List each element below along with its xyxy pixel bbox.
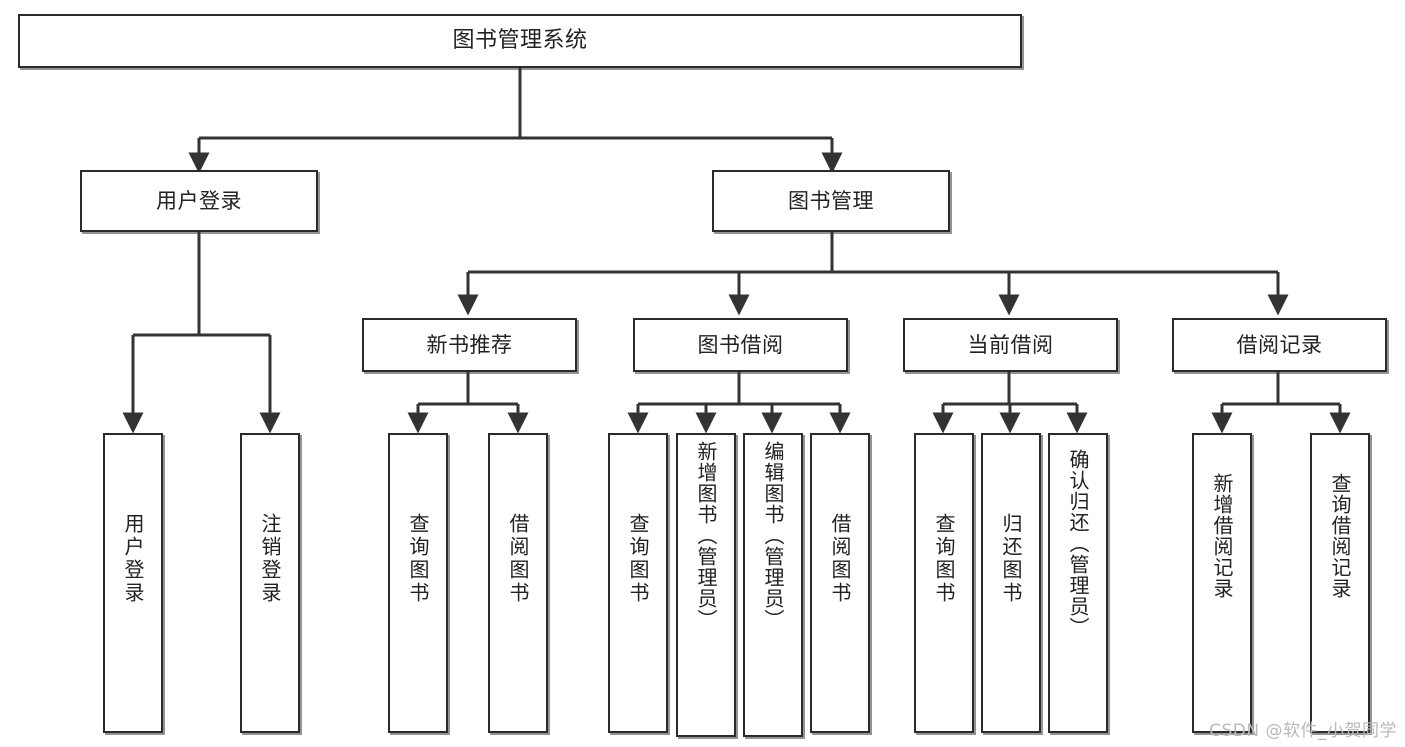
leaf-borrow-book-recommend[interactable]: 借阅图书 bbox=[488, 433, 548, 733]
node-user-login[interactable]: 用户登录 bbox=[80, 170, 318, 232]
leaf-confirm-return-admin[interactable]: 确认归还（管理员） bbox=[1048, 433, 1108, 733]
leaf-borrow-book[interactable]: 借阅图书 bbox=[810, 433, 870, 733]
leaf-return-book[interactable]: 归还图书 bbox=[981, 433, 1041, 733]
leaf-add-borrow-record[interactable]: 新增借阅记录 bbox=[1192, 433, 1252, 733]
node-label: 确认归还（管理员） bbox=[1066, 449, 1090, 638]
node-label: 图书管理 bbox=[788, 188, 874, 213]
leaf-user-login[interactable]: 用户登录 bbox=[103, 433, 163, 733]
node-label: 图书管理系统 bbox=[452, 28, 588, 54]
node-label: 新增图书（管理员） bbox=[694, 441, 718, 630]
watermark: CSDN @软件_小贺同学 bbox=[1209, 721, 1397, 741]
node-label: 查询图书 bbox=[932, 513, 956, 605]
node-book-manage[interactable]: 图书管理 bbox=[712, 170, 950, 232]
node-borrow-record[interactable]: 借阅记录 bbox=[1172, 318, 1387, 372]
node-label: 借阅图书 bbox=[828, 513, 852, 605]
node-label: 用户登录 bbox=[121, 513, 145, 605]
leaf-logout[interactable]: 注销登录 bbox=[240, 433, 300, 733]
node-label: 查询借阅记录 bbox=[1328, 473, 1352, 599]
node-current-borrow[interactable]: 当前借阅 bbox=[903, 318, 1118, 372]
node-label: 查询图书 bbox=[406, 513, 430, 605]
node-label: 当前借阅 bbox=[967, 332, 1054, 357]
node-new-book-recommend[interactable]: 新书推荐 bbox=[362, 318, 577, 372]
node-label: 注销登录 bbox=[258, 513, 282, 605]
node-label: 借阅图书 bbox=[506, 513, 530, 605]
node-root-book-management-system[interactable]: 图书管理系统 bbox=[18, 14, 1022, 68]
node-label: 图书借阅 bbox=[697, 332, 784, 357]
node-book-borrow[interactable]: 图书借阅 bbox=[633, 318, 848, 372]
node-label: 新书推荐 bbox=[426, 332, 513, 357]
node-label: 编辑图书（管理员） bbox=[761, 441, 785, 630]
leaf-add-book-admin[interactable]: 新增图书（管理员） bbox=[676, 433, 736, 737]
node-label: 新增借阅记录 bbox=[1210, 473, 1234, 599]
leaf-query-book-borrow[interactable]: 查询图书 bbox=[608, 433, 668, 733]
node-label: 借阅记录 bbox=[1236, 332, 1323, 357]
node-label: 归还图书 bbox=[999, 513, 1023, 605]
leaf-query-book-current[interactable]: 查询图书 bbox=[914, 433, 974, 733]
node-label: 用户登录 bbox=[156, 188, 242, 213]
leaf-query-borrow-record[interactable]: 查询借阅记录 bbox=[1310, 433, 1370, 733]
node-label: 查询图书 bbox=[626, 513, 650, 605]
leaf-edit-book-admin[interactable]: 编辑图书（管理员） bbox=[743, 433, 803, 737]
leaf-query-book-recommend[interactable]: 查询图书 bbox=[388, 433, 448, 733]
